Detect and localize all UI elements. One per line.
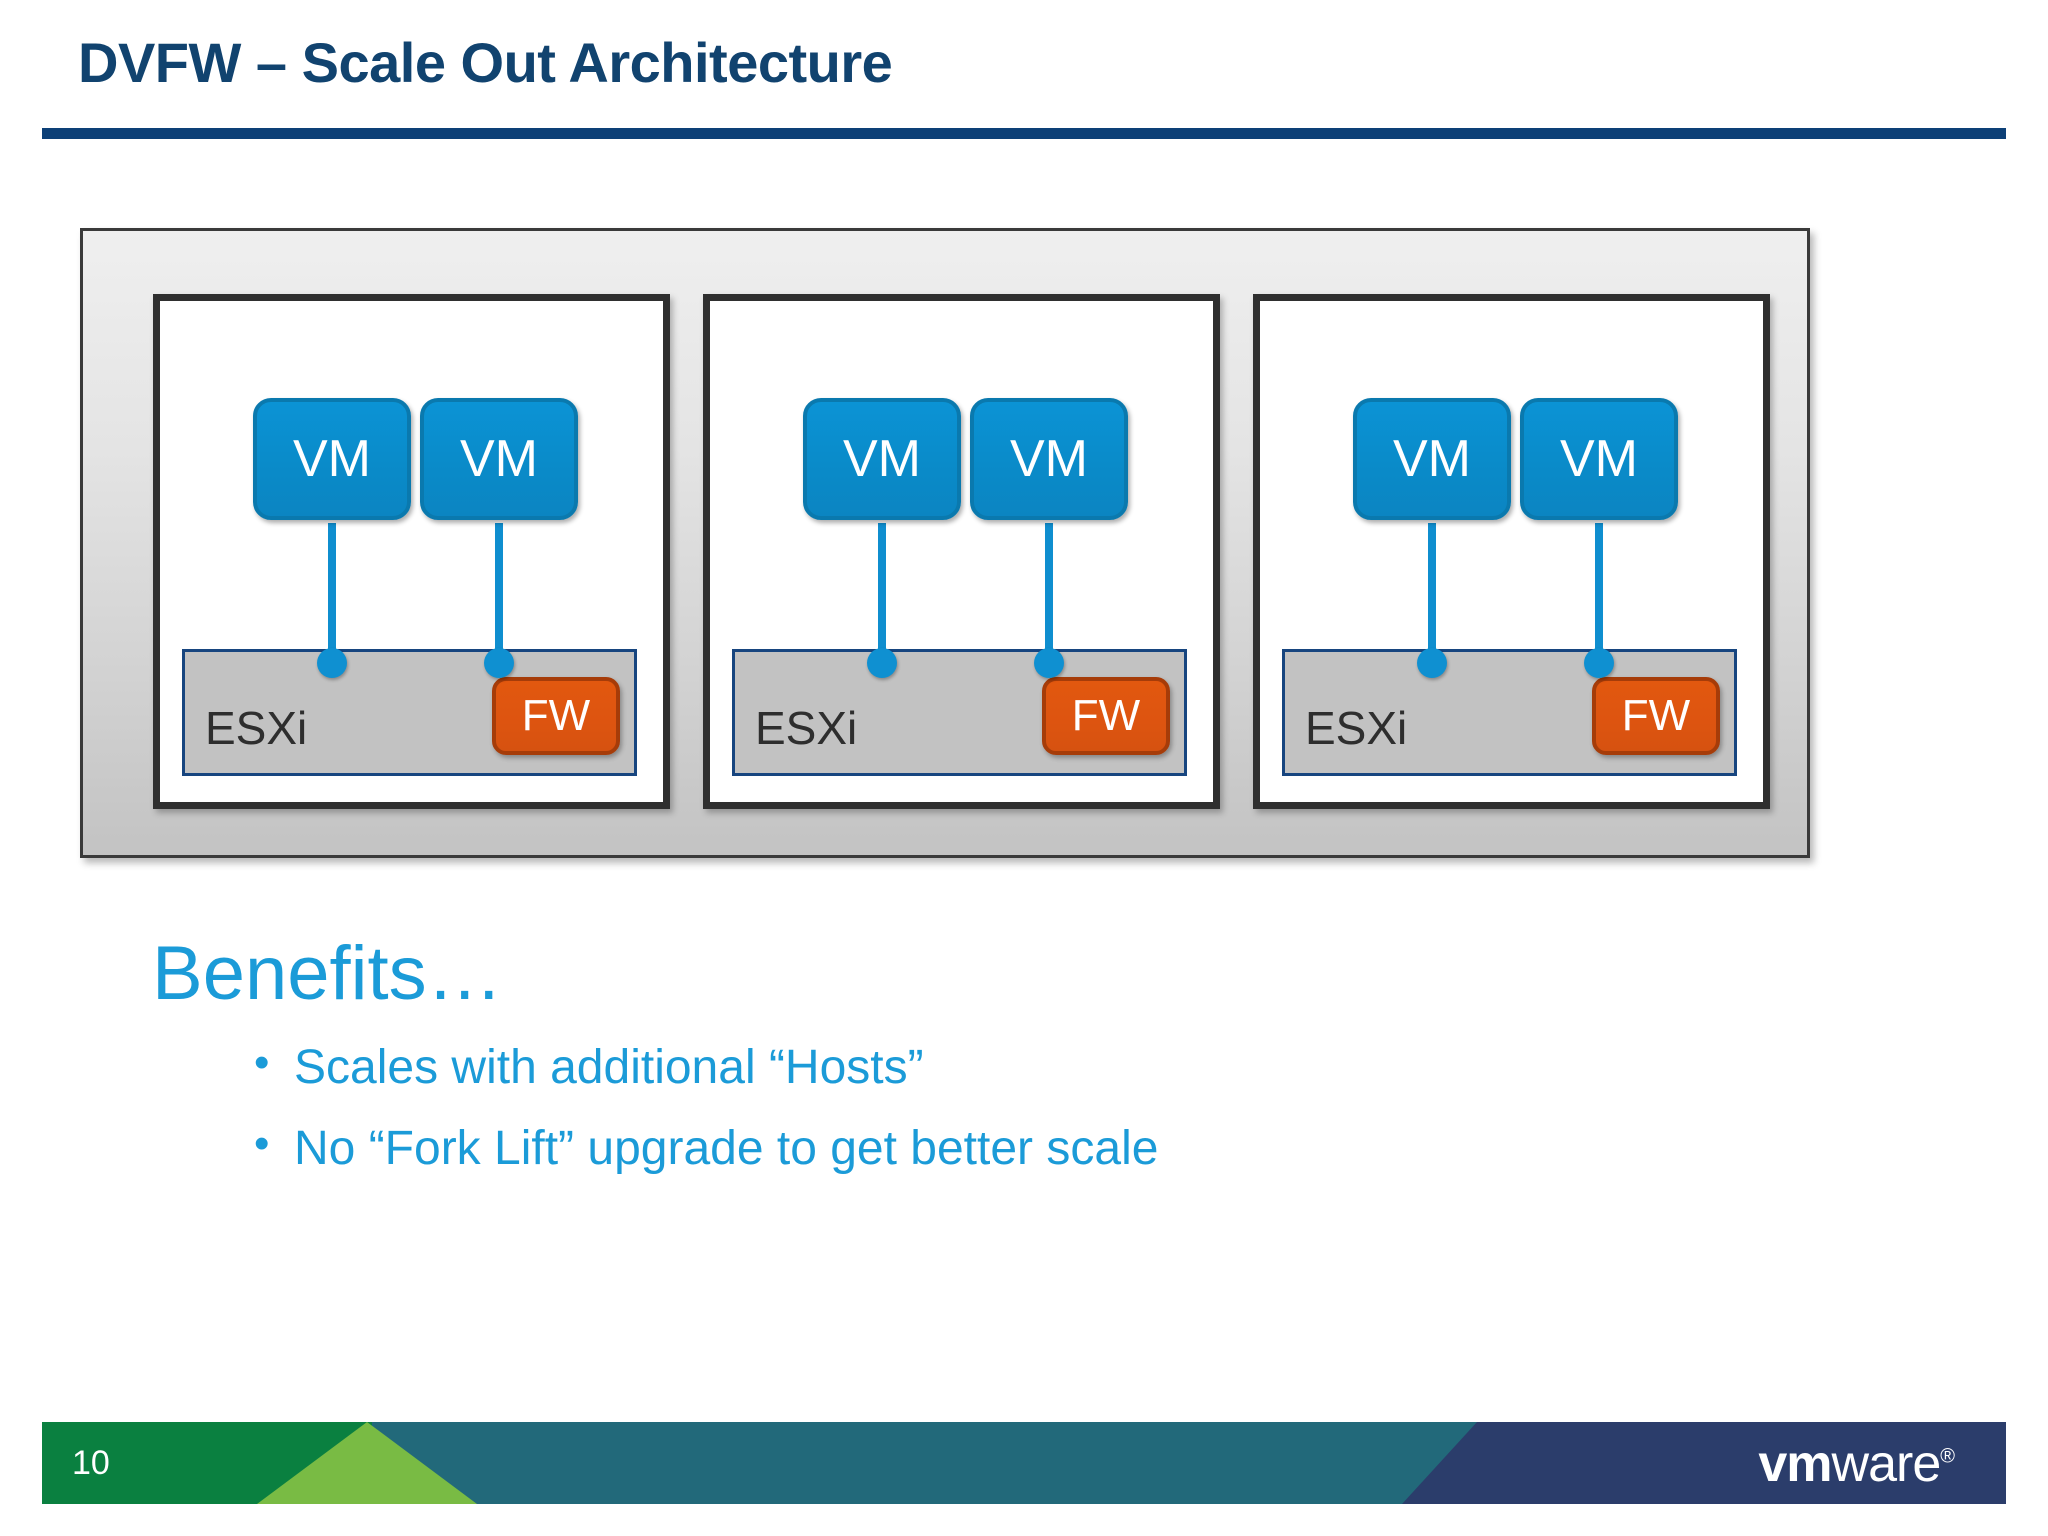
vm-connector-dot bbox=[867, 648, 897, 678]
vm-connector-wire bbox=[495, 523, 503, 663]
footer-green-triangle bbox=[257, 1422, 477, 1504]
vm-box: VM bbox=[803, 398, 961, 520]
vm-box: VM bbox=[970, 398, 1128, 520]
vmware-logo: vmware® bbox=[1758, 1434, 1955, 1494]
host-box: VM VM ESXi FW bbox=[703, 294, 1220, 809]
page-number: 10 bbox=[72, 1444, 110, 1482]
vm-connector-wire bbox=[878, 523, 886, 663]
hypervisor-label: ESXi bbox=[205, 702, 308, 754]
vmware-logo-vm: vm bbox=[1758, 1435, 1832, 1493]
vm-connector-dot bbox=[317, 648, 347, 678]
vm-box: VM bbox=[420, 398, 578, 520]
footer-navy-band bbox=[1402, 1422, 2006, 1504]
vm-connector-wire bbox=[328, 523, 336, 663]
host-box: VM VM ESXi FW bbox=[153, 294, 670, 809]
hypervisor-box: ESXi FW bbox=[182, 649, 637, 776]
firewall-badge: FW bbox=[1042, 677, 1170, 755]
vmware-logo-ware: ware bbox=[1831, 1435, 1942, 1493]
vmware-logo-registered-mark: ® bbox=[1940, 1445, 1955, 1468]
vm-box: VM bbox=[1353, 398, 1511, 520]
firewall-badge: FW bbox=[1592, 677, 1720, 755]
hypervisor-box: ESXi FW bbox=[1282, 649, 1737, 776]
slide-footer: 10 vmware® bbox=[42, 1422, 2006, 1504]
cluster-container: VM VM ESXi FW VM VM ESXi bbox=[80, 228, 1810, 858]
vm-connector-dot bbox=[1584, 648, 1614, 678]
hypervisor-label: ESXi bbox=[755, 702, 858, 754]
benefits-list: Scales with additional “Hosts” No “Fork … bbox=[248, 1038, 1158, 1202]
list-item: Scales with additional “Hosts” bbox=[248, 1038, 1158, 1095]
list-item: No “Fork Lift” upgrade to get better sca… bbox=[248, 1119, 1158, 1176]
hypervisor-label: ESXi bbox=[1305, 702, 1408, 754]
firewall-badge: FW bbox=[492, 677, 620, 755]
vm-connector-dot bbox=[484, 648, 514, 678]
title-underline-rule bbox=[42, 128, 2006, 139]
vm-connector-wire bbox=[1428, 523, 1436, 663]
vm-box: VM bbox=[1520, 398, 1678, 520]
vm-box: VM bbox=[253, 398, 411, 520]
hypervisor-box: ESXi FW bbox=[732, 649, 1187, 776]
vm-connector-wire bbox=[1045, 523, 1053, 663]
vm-connector-wire bbox=[1595, 523, 1603, 663]
vm-connector-dot bbox=[1034, 648, 1064, 678]
vm-connector-dot bbox=[1417, 648, 1447, 678]
host-box: VM VM ESXi FW bbox=[1253, 294, 1770, 809]
page-title: DVFW – Scale Out Architecture bbox=[78, 31, 893, 94]
benefits-heading: Benefits… bbox=[152, 931, 503, 1016]
